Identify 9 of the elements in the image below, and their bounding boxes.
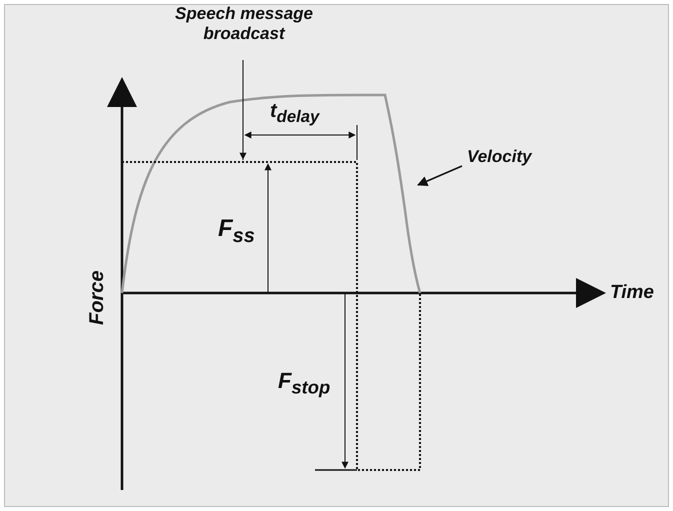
annotation-text: Speech message broadcast [149, 4, 339, 45]
dimension-label: F$_{stop}$ [278, 368, 330, 398]
dimension-label: t$_{delay}$ [270, 100, 320, 127]
leader-arrow [240, 60, 246, 160]
axis-label: Force [86, 270, 109, 325]
curve-label: Velocity [467, 147, 532, 167]
axis-label: Time [610, 282, 654, 304]
dimension-label: F$_{ss}$ [218, 215, 255, 248]
leader-arrow [417, 165, 462, 186]
